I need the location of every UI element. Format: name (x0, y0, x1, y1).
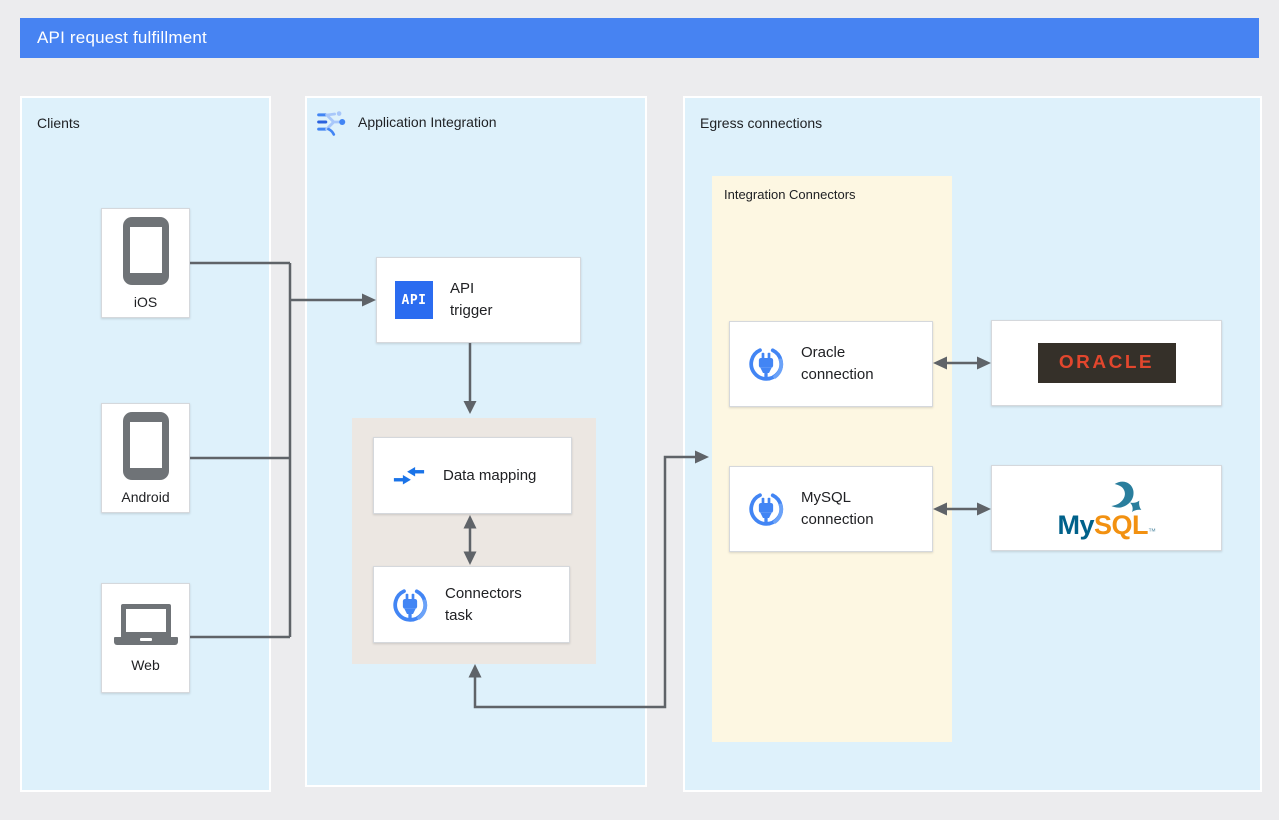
connectors-task-node: Connectors task (373, 566, 570, 643)
oracle-connection-node: Oracle connection (729, 321, 933, 407)
data-mapping-arrows-icon (393, 466, 425, 484)
client-ios-label: iOS (133, 293, 158, 310)
client-web-label: Web (131, 656, 160, 673)
connectors-task-label: Connectors task (445, 584, 522, 624)
diagram-title: API request fulfillment (37, 28, 207, 47)
dolphin-icon (1110, 481, 1141, 512)
connector-plug-icon (749, 348, 784, 381)
api-badge-icon: API (395, 281, 433, 319)
smartphone-icon (122, 216, 169, 285)
integration-connectors-title: Integration Connectors (724, 187, 856, 202)
data-mapping-node: Data mapping (373, 437, 572, 514)
mysql-connection-node: MySQL connection (729, 466, 933, 552)
client-android-label: Android (121, 488, 170, 505)
connector-plug-icon (749, 493, 784, 526)
client-ios-node: iOS (101, 208, 190, 318)
api-trigger-node: API API trigger (376, 257, 581, 343)
client-web-node: Web (101, 583, 190, 693)
laptop-icon (113, 603, 178, 648)
diagram-title-bar: API request fulfillment (20, 18, 1259, 58)
client-android-node: Android (101, 403, 190, 513)
oracle-logo-text: ORACLE (1058, 352, 1155, 373)
connector-plug-icon (393, 588, 428, 622)
oracle-logo: ORACLE (1037, 343, 1176, 383)
mysql-logo-text: MySQL™ (1057, 509, 1156, 540)
egress-connections-title: Egress connections (700, 115, 823, 131)
oracle-target-node: ORACLE (991, 320, 1222, 406)
application-integration-title: Application Integration (358, 114, 497, 130)
oracle-connection-label: Oracle connection (801, 344, 874, 383)
application-integration-icon (317, 111, 346, 136)
mysql-target-node: MySQL™ (991, 465, 1222, 551)
mysql-logo: MySQL™ (1057, 478, 1156, 540)
api-trigger-label: API trigger (450, 280, 493, 319)
mysql-connection-label: MySQL connection (801, 489, 874, 528)
clients-panel-title: Clients (37, 115, 80, 131)
smartphone-icon (122, 411, 169, 480)
data-mapping-label: Data mapping (443, 466, 537, 484)
integration-connectors-group: Integration Connectors (712, 176, 952, 742)
